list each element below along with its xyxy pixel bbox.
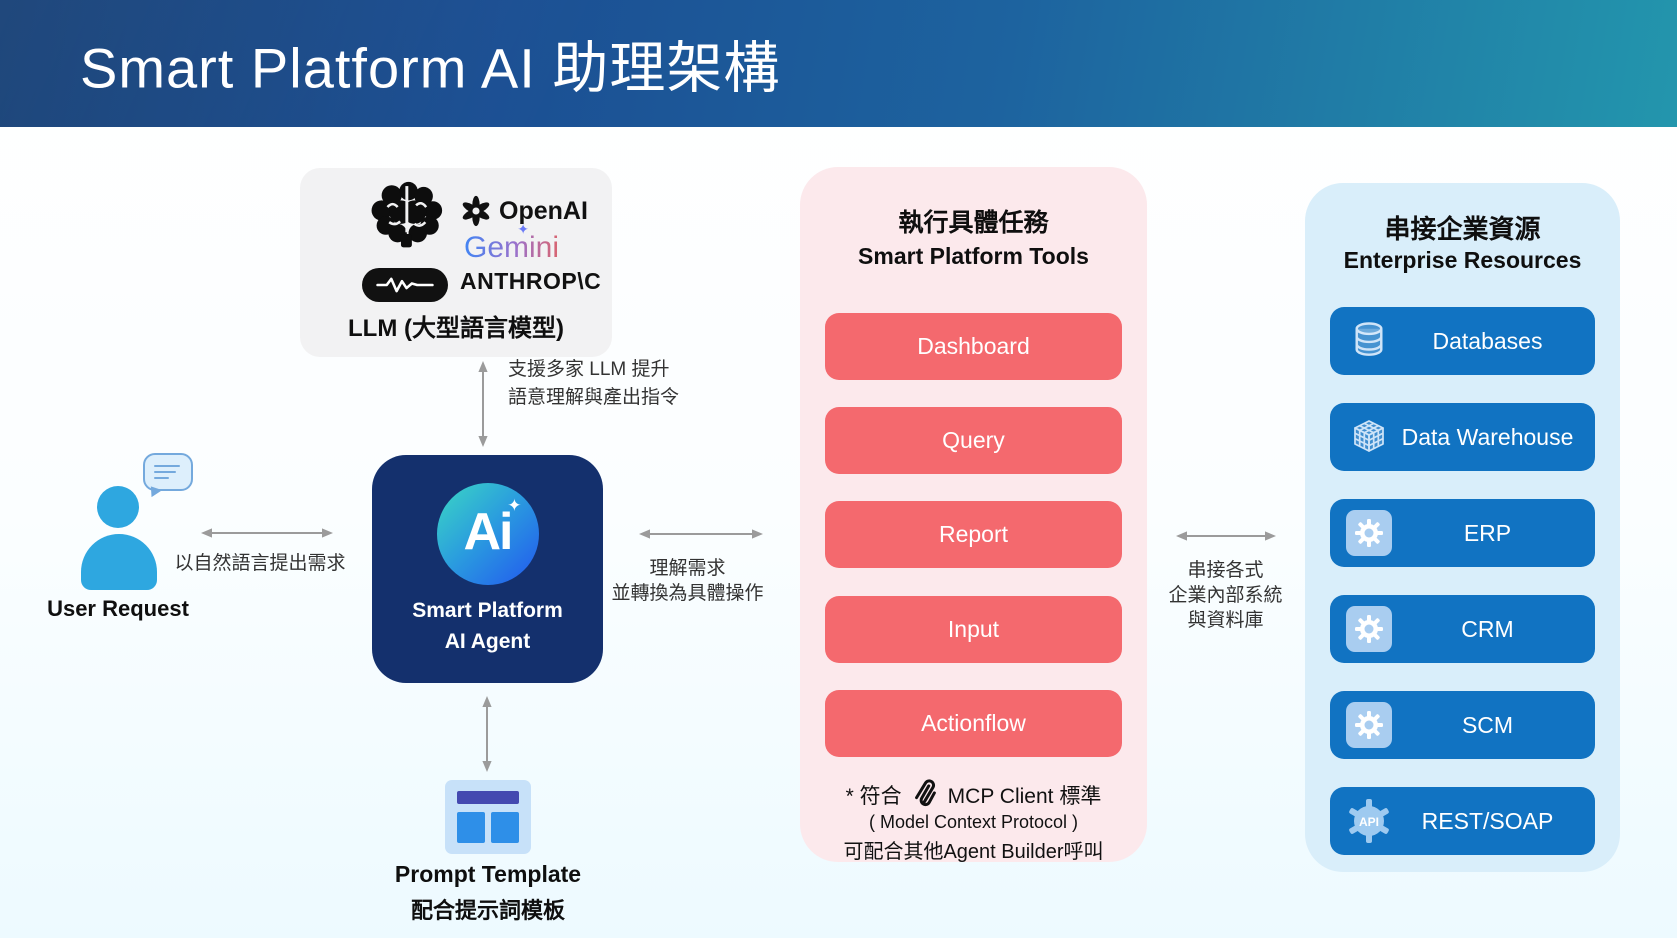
enterprise-button-rest-soap[interactable]: API REST/SOAP bbox=[1330, 787, 1595, 855]
api-gear-icon: API bbox=[1344, 798, 1394, 844]
user-agent-arrow bbox=[201, 528, 333, 538]
mcp-note-line3: 可配合其他Agent Builder呼叫 bbox=[843, 841, 1104, 863]
gear-icon bbox=[1346, 606, 1392, 652]
ai-agent-logo-icon: Ai ✦ bbox=[436, 483, 539, 585]
svg-text:API: API bbox=[1359, 815, 1379, 829]
user-agent-label: 以自然語言提出需求 bbox=[174, 553, 346, 574]
openai-icon bbox=[462, 195, 490, 227]
gear-icon bbox=[1346, 702, 1392, 748]
database-icon bbox=[1344, 320, 1394, 362]
gemini-wordmark: Gemini✦ bbox=[464, 221, 560, 264]
tool-button-query[interactable]: Query bbox=[825, 407, 1122, 474]
enterprise-title-zh: 串接企業資源 bbox=[1384, 214, 1541, 244]
tool-button-input[interactable]: Input bbox=[825, 596, 1122, 663]
llm-agent-label: 支援多家 LLM 提升 語意理解與產出指令 bbox=[508, 359, 680, 408]
user-person-body bbox=[81, 534, 157, 590]
openai-wordmark: OpenAI bbox=[499, 196, 588, 225]
gemini-sparkle-icon: ✦ bbox=[517, 221, 529, 237]
tool-button-report[interactable]: Report bbox=[825, 501, 1122, 568]
agent-tools-label: 理解需求 並轉換為具體操作 bbox=[611, 558, 764, 604]
tools-enterprise-label: 串接各式 企業內部系統 與資料庫 bbox=[1168, 560, 1283, 631]
tools-title-en: Smart Platform Tools bbox=[858, 243, 1089, 269]
enterprise-button-erp[interactable]: ERP bbox=[1330, 499, 1595, 567]
mcp-icon bbox=[910, 777, 940, 813]
tools-title-zh: 執行具體任務 bbox=[898, 209, 1049, 237]
llm-agent-arrow bbox=[478, 361, 488, 447]
llm-caption: LLM (大型語言模型) bbox=[348, 315, 564, 342]
enterprise-button-data-warehouse[interactable]: Data Warehouse bbox=[1330, 403, 1595, 471]
enterprise-button-databases[interactable]: Databases bbox=[1330, 307, 1595, 375]
enterprise-title-en: Enterprise Resources bbox=[1343, 247, 1582, 273]
enterprise-panel: 串接企業資源 Enterprise Resources Databases bbox=[1305, 183, 1620, 872]
anthropic-waveform-icon bbox=[362, 268, 448, 302]
user-person-icon bbox=[97, 486, 139, 528]
prompt-template-icon bbox=[445, 780, 531, 854]
mcp-note-line1: * 符合 MCP Client 標準 bbox=[800, 777, 1147, 813]
tools-enterprise-arrow bbox=[1176, 531, 1276, 541]
agent-tools-arrow bbox=[639, 529, 763, 539]
brain-icon bbox=[364, 180, 448, 261]
prompt-template-subtitle: 配合提示詞模板 bbox=[410, 898, 565, 923]
ai-logo-star-icon: ✦ bbox=[507, 496, 522, 515]
user-request-label: User Request bbox=[47, 596, 189, 621]
openai-logo-row: OpenAI bbox=[460, 195, 588, 227]
tools-panel: 執行具體任務 Smart Platform Tools Dashboard Qu… bbox=[800, 167, 1147, 863]
speech-bubble-icon bbox=[143, 453, 193, 491]
ai-logo-text: Ai bbox=[463, 503, 514, 561]
data-warehouse-cube-icon bbox=[1344, 417, 1394, 457]
anthropic-wordmark: ANTHROP\C bbox=[460, 268, 602, 294]
prompt-template-title: Prompt Template bbox=[394, 861, 582, 887]
ai-agent-node: Ai ✦ Smart Platform AI Agent bbox=[372, 455, 603, 683]
page-title: Smart Platform AI 助理架構 bbox=[80, 36, 781, 99]
tool-button-actionflow[interactable]: Actionflow bbox=[825, 690, 1122, 757]
agent-name: Smart Platform AI Agent bbox=[412, 599, 563, 653]
mcp-note-line2: ( Model Context Protocol ) bbox=[868, 812, 1079, 832]
enterprise-button-crm[interactable]: CRM bbox=[1330, 595, 1595, 663]
gear-icon bbox=[1346, 510, 1392, 556]
tool-button-dashboard[interactable]: Dashboard bbox=[825, 313, 1122, 380]
enterprise-button-scm[interactable]: SCM bbox=[1330, 691, 1595, 759]
llm-panel: OpenAI Gemini✦ ANTHROP\C LLM (大型語言模型) bbox=[300, 168, 612, 357]
agent-prompt-arrow bbox=[482, 696, 492, 772]
header-banner: Smart Platform AI 助理架構 bbox=[0, 0, 1677, 127]
